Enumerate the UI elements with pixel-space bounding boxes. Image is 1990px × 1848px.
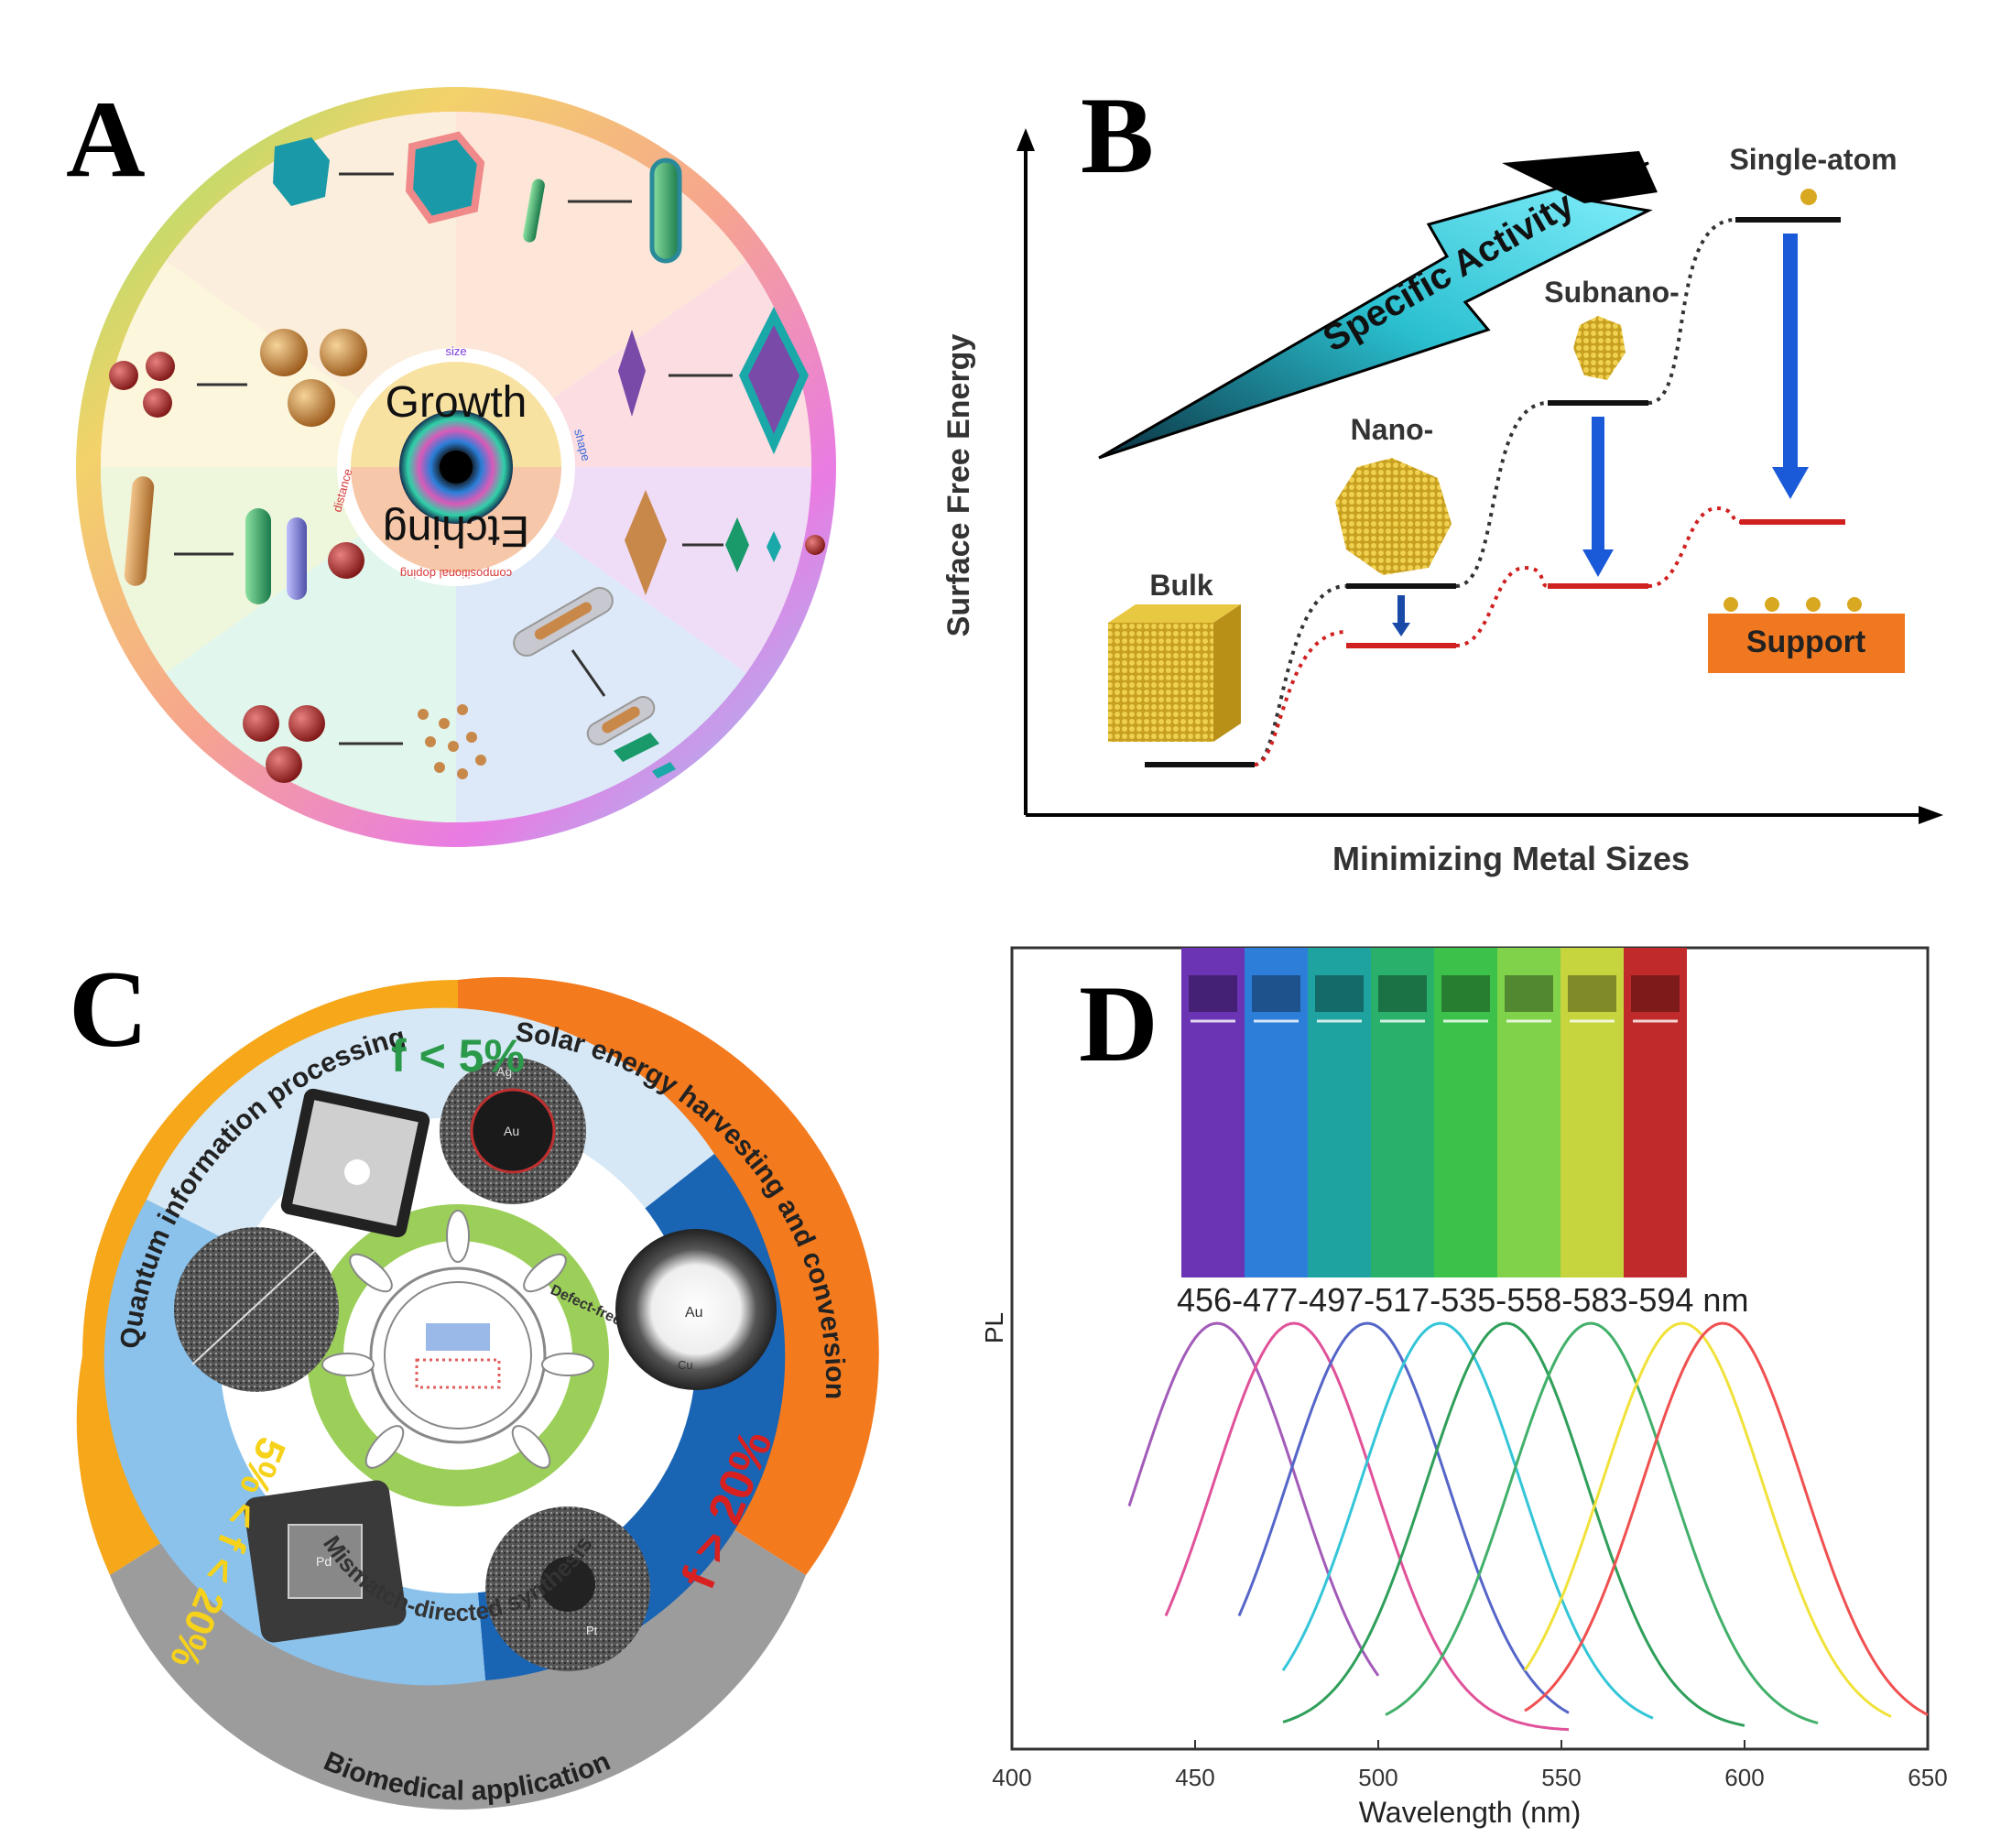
vial [1497,948,1560,1277]
vial-cap [1441,975,1490,1012]
vial [1371,948,1434,1277]
vial-cap [1378,975,1427,1012]
pl-curve [1127,1321,1380,1677]
bipyramid-etching-illustration [625,490,825,595]
sphere-growth-illustration [109,329,367,427]
tem-image-au-shell [615,1229,777,1390]
single-atom [1800,189,1817,205]
d-ylabel: PL [980,1312,1008,1343]
vial-cap [1252,975,1300,1012]
tem-label-pt: Pt [586,1624,598,1637]
vial [1181,948,1245,1277]
panel-a-letter: A [66,78,146,200]
pl-curve [1237,1321,1570,1714]
vial-cap [1505,975,1553,1012]
vial-cap [1631,975,1680,1012]
support-block [1708,614,1905,673]
tem-label-ag: Ag [496,1064,512,1079]
tem-label-au-1: Au [504,1124,519,1138]
region-low-label: f < 5% [391,1030,525,1082]
nano-particle [1335,458,1452,575]
vial [1560,948,1624,1277]
panel-c-figure: Defect-free Ag Au Au Pd Cu Pt Quantum in… [76,976,879,1810]
tem-image-lattice [174,1227,339,1392]
x-tick-label: 650 [1908,1764,1947,1791]
bulk-label: Bulk [1149,569,1213,602]
panel-d: 456-477-497-517-535-558-583-594 nm PL Wa… [916,907,1990,1843]
ring-label-doping: compositional doping [400,567,512,581]
tem-label-pd: Pd [316,1554,332,1569]
pl-curve [1524,1321,1929,1716]
x-tick-label: 550 [1541,1764,1581,1791]
panel-b: Surface Free Energy Minimizing Metal Siz… [916,0,1990,888]
single-atom-label: Single-atom [1729,143,1897,176]
panel-a-figure: Growth Etching size shape distance compo… [76,87,836,847]
panel-c: Defect-free Ag Au Au Pd Cu Pt Quantum in… [0,907,916,1843]
x-tick-label: 500 [1358,1764,1397,1791]
panel-b-figure: Surface Free Energy Minimizing Metal Siz… [941,128,1943,877]
tem-label-cu: Cu [678,1358,693,1372]
pl-curve [1523,1321,1892,1718]
rod-etching-illustration [124,476,364,604]
vial-cap [1568,975,1616,1012]
etching-label: Etching [383,506,529,555]
b-xlabel: Minimizing Metal Sizes [1332,840,1690,877]
panel-d-chart: 456-477-497-517-535-558-583-594 nm PL Wa… [980,946,1948,1829]
ring-label-size: size [445,344,466,358]
vial [1624,948,1687,1277]
pl-curve [1281,1321,1654,1720]
vial [1308,948,1371,1277]
vial-cap [1315,975,1364,1012]
x-tick-label: 600 [1724,1764,1764,1791]
b-ylabel: Surface Free Energy [941,334,976,637]
d-xlabel: Wavelength (nm) [1359,1796,1581,1829]
tem-label-au-2: Au [685,1305,703,1321]
subnano-label: Subnano- [1544,276,1680,309]
x-tick-label: 450 [1175,1764,1214,1791]
panel-c-letter: C [69,948,148,1070]
pl-curve [1164,1321,1570,1732]
cube-growth-illustration [273,131,485,224]
subnano-particle [1573,316,1626,380]
bipyramid-growth-illustration [618,307,809,455]
wavelength-caption: 456-477-497-517-535-558-583-594 nm [1177,1281,1748,1319]
tem-image-cube [280,1088,430,1238]
pl-curve [1385,1321,1819,1725]
x-tick-label: 400 [992,1764,1031,1791]
coated-rod-illustration [513,587,676,778]
panel-d-letter: D [1079,962,1158,1084]
nano-label: Nano- [1351,413,1434,446]
pl-curve [1282,1321,1745,1727]
support-label: Support [1746,625,1865,659]
panel-b-letter: B [1081,74,1155,196]
vial-cap [1189,975,1237,1012]
vial [1245,948,1308,1277]
panel-a: Growth Etching size shape distance compo… [0,0,916,888]
bulk-cube [1108,623,1213,742]
tem-image-pd-cube: Pd [244,1480,407,1643]
vial-photo [1181,948,1687,1277]
rod-growth-illustration [523,158,682,264]
vial [1434,948,1497,1277]
growth-label: Growth [386,378,527,427]
sphere-etching-illustration [243,704,486,783]
